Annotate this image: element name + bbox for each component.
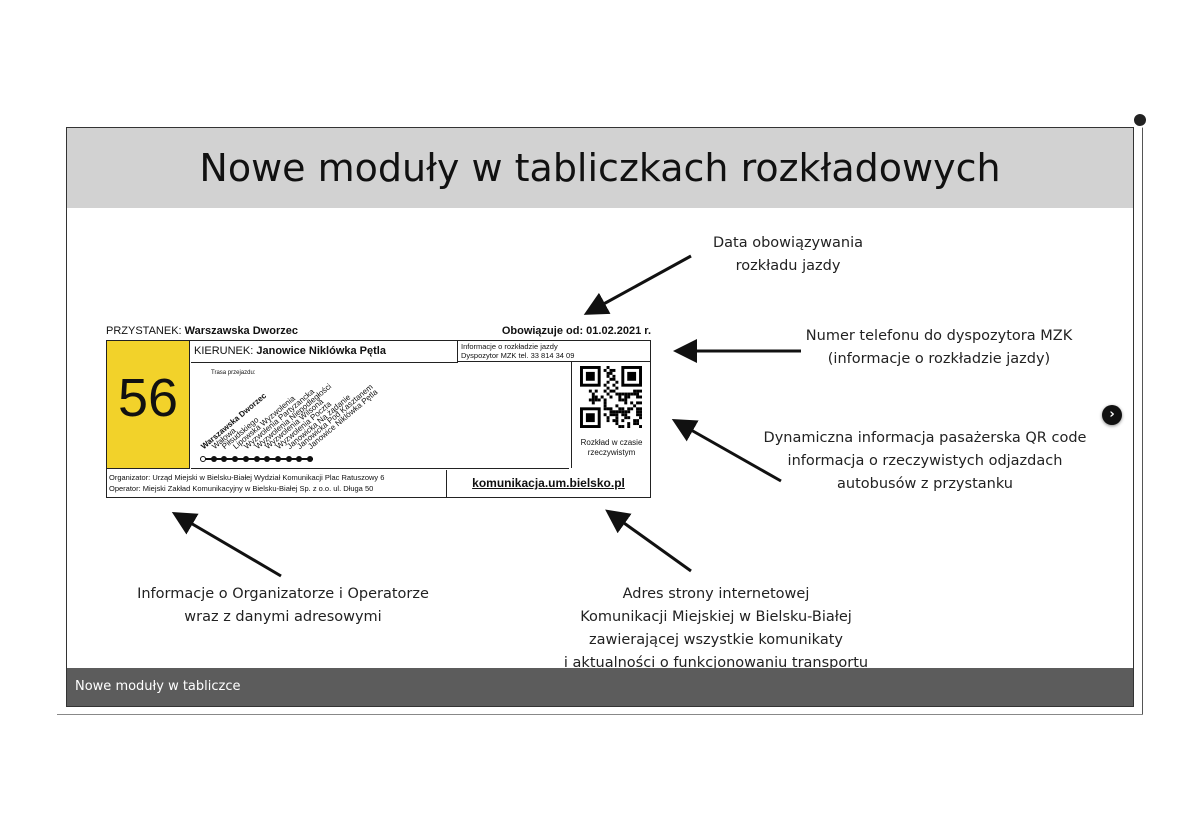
annotation-line: wraz z danymi adresowymi (184, 609, 382, 625)
annotation-line: Data obowiązywania (713, 235, 863, 251)
annotation-phone: Numer telefonu do dyspozytora MZK (inform… (806, 325, 1072, 371)
route-stop-dot (200, 456, 206, 462)
operator: Operator: Miejski Zakład Komunikacyjny w… (109, 484, 374, 493)
route-stop-dot (274, 456, 281, 462)
direction-value: Janowice Niklówka Pętla (256, 345, 386, 357)
slide: Nowe moduły w tabliczkach rozkładowych P… (66, 127, 1134, 707)
route-stop-dot (264, 456, 271, 462)
annotation-line: Numer telefonu do dyspozytora MZK (805, 328, 1073, 344)
organizer: Organizator: Urząd Miejski w Bielsku-Bia… (109, 473, 385, 482)
caption-bar: Nowe moduły w tabliczce (67, 668, 1133, 706)
line-number: 56 (117, 368, 179, 428)
qr-code-icon[interactable] (580, 366, 642, 428)
route-stop-dot (232, 456, 239, 462)
annotation-org: Informacje o Organizatorze i Operatorze w… (137, 583, 429, 629)
timetable-board: PRZYSTANEK: Warszawska Dworzec Obowiązuj… (106, 325, 651, 500)
annotation-line: informacja o rzeczywistych odjazdach (787, 453, 1063, 469)
qr-caption-1: Rozkład w czasie (580, 438, 643, 447)
annotation-line: Informacje o Organizatorze i Operatorze (137, 586, 429, 602)
route-label: Trasa przejazdu: (211, 370, 256, 376)
direction: KIERUNEK: Janowice Niklówka Pętla (191, 341, 458, 363)
phone-line: Dyspozytor MZK tel. 33 814 34 09 (461, 350, 575, 360)
slide-title: Nowe moduły w tabliczkach rozkładowych (199, 146, 1001, 190)
title-band (67, 128, 1133, 208)
annotation-line: i aktualności o funkcjonowaniu transport… (563, 655, 869, 671)
annotation-line: rozkładu jazdy (735, 258, 841, 274)
close-icon[interactable] (1132, 112, 1148, 128)
annotation-line: Komunikacji Miejskiej w Bielsku-Białej (580, 609, 852, 625)
stop-name: PRZYSTANEK: Warszawska Dworzec (106, 325, 298, 337)
annotation-line: (informacje o rozkładzie jazdy) (827, 351, 1051, 367)
frame-border (1142, 118, 1143, 715)
frame-border (57, 714, 1143, 715)
direction-label: KIERUNEK: (194, 345, 254, 357)
route-stop-dot (307, 456, 313, 462)
board-box: 56 KIERUNEK: Janowice Niklówka Pętla Inf… (106, 340, 651, 498)
qr-caption-2: rzeczywistym (587, 448, 636, 457)
line-number-box: 56 (107, 341, 190, 469)
arrow-web (605, 509, 692, 573)
arrow-qr (671, 419, 782, 483)
annotation-line: zawierającej wszystkie komunikaty (589, 632, 843, 648)
annotation-line: Adres strony internetowej (622, 586, 810, 602)
arrows (171, 254, 801, 578)
annotation-date: Data obowiązywania rozkładu jazdy (713, 232, 863, 278)
route-stop-dot (242, 456, 249, 462)
route-stop-dot (285, 456, 292, 462)
chevron-right-icon[interactable]: › (1102, 405, 1122, 425)
info-line: Informacje o rozkładzie jazdy (461, 342, 558, 351)
annotation-line: autobusów z przystanku (837, 476, 1013, 492)
website-link[interactable]: komunikacja.um.bielsko.pl (472, 476, 625, 490)
stop-label: PRZYSTANEK: (106, 325, 182, 337)
annotation-qr: Dynamiczna informacja pasażerska QR code… (764, 427, 1087, 496)
valid-from: Obowiązuje od: 01.02.2021 r. (501, 325, 651, 337)
route-stop-dot (210, 456, 217, 462)
arrow-org (171, 511, 282, 578)
route-stop-dot (296, 456, 303, 462)
stop-value: Warszawska Dworzec (184, 325, 298, 337)
caption-text: Nowe moduły w tabliczce (75, 679, 241, 694)
route-stop-dot (253, 456, 260, 462)
route-stop-dot (221, 456, 228, 462)
organizer-info: Organizator: Urząd Miejski w Bielsku-Bia… (107, 470, 447, 497)
annotation-line: Dynamiczna informacja pasażerska QR code (763, 430, 1087, 446)
arrow-date (583, 254, 692, 315)
